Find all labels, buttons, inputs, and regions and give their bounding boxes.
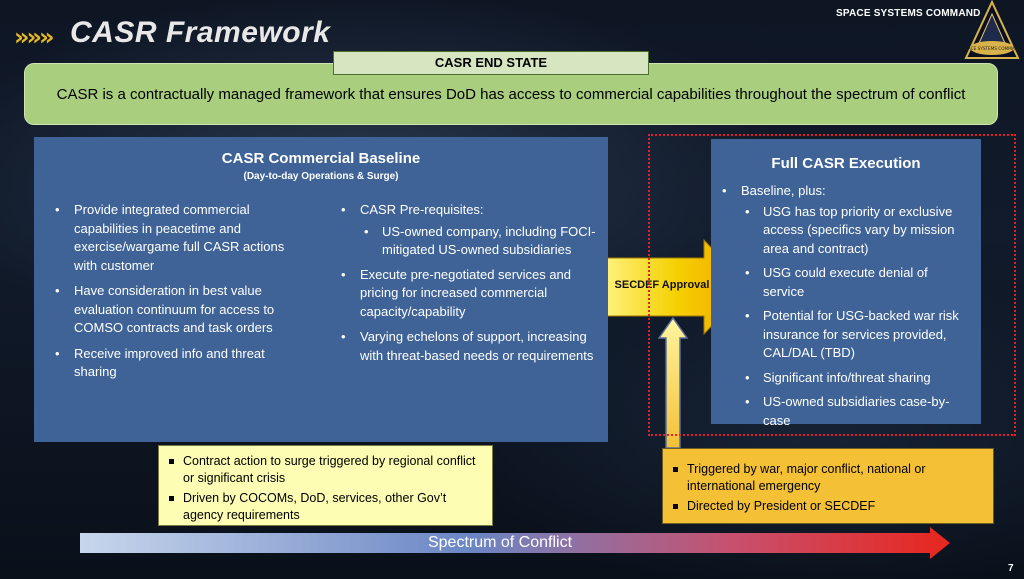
full-execution-baseline-plus: Baseline, plus:: [719, 182, 969, 201]
baseline-subtitle: (Day-to-day Operations & Surge): [243, 171, 399, 182]
spectrum-of-conflict-label: Spectrum of Conflict: [427, 534, 573, 551]
end-state-text: CASR is a contractually managed framewor…: [56, 86, 966, 103]
full-execution-title: Full CASR Execution: [771, 155, 921, 172]
baseline-right-list: CASR Pre-requisites: US-owned company, i…: [338, 201, 600, 372]
chevrons-decoration: »»»: [14, 23, 54, 51]
organization-name: SPACE SYSTEMS COMMAND: [836, 8, 981, 19]
baseline-right-item: Execute pre-negotiated services and pric…: [338, 266, 600, 322]
page-number: 7: [1008, 563, 1014, 574]
surge-note-item: Contract action to surge triggered by re…: [159, 453, 479, 487]
secdef-approval-label: SECDEF Approval: [614, 279, 710, 291]
full-execution-panel: Full CASR Execution Baseline, plus: USG …: [711, 139, 981, 428]
full-execution-item: US-owned subsidiaries case-by-case: [719, 393, 969, 430]
surge-note: Contract action to surge triggered by re…: [158, 445, 493, 526]
full-execution-item: USG has top priority or exclusive access…: [719, 203, 969, 259]
full-execution-item: Significant info/threat sharing: [719, 369, 969, 388]
surge-note-item: Driven by COCOMs, DoD, services, other G…: [159, 490, 479, 524]
full-execution-item: USG could execute denial of service: [719, 264, 969, 301]
page-title: CASR Framework: [70, 16, 331, 49]
trigger-note-list: Triggered by war, major conflict, nation…: [663, 461, 981, 515]
baseline-title: CASR Commercial Baseline: [221, 150, 421, 167]
baseline-left-item: Provide integrated commercial capabiliti…: [52, 201, 310, 275]
spectrum-of-conflict-arrow: [80, 527, 950, 559]
baseline-prereq-item: CASR Pre-requisites:: [338, 201, 600, 220]
trigger-up-arrow: [657, 316, 689, 449]
commercial-baseline-panel: CASR Commercial Baseline (Day-to-day Ope…: [34, 137, 608, 442]
baseline-left-item: Have consideration in best value evaluat…: [52, 282, 310, 338]
trigger-note-item: Directed by President or SECDEF: [663, 498, 981, 515]
trigger-note: Triggered by war, major conflict, nation…: [662, 448, 994, 524]
full-execution-list: Baseline, plus: USG has top priority or …: [719, 182, 969, 430]
trigger-note-item: Triggered by war, major conflict, nation…: [663, 461, 981, 495]
baseline-right-item: Varying echelons of support, increasing …: [338, 328, 600, 365]
full-execution-dotted-border: [648, 134, 1016, 436]
baseline-left-item: Receive improved info and threat sharing: [52, 345, 310, 382]
surge-note-list: Contract action to surge triggered by re…: [159, 453, 479, 524]
logo-text: SPACE SYSTEMS COMMAND: [963, 46, 1021, 51]
end-state-label: CASR END STATE: [333, 51, 649, 75]
full-execution-item: Potential for USG-backed war risk insura…: [719, 307, 969, 363]
space-systems-command-logo: SPACE SYSTEMS COMMAND: [963, 0, 1021, 59]
baseline-prereq-sub-item: US-owned company, including FOCI-mitigat…: [338, 223, 600, 260]
baseline-left-list: Provide integrated commercial capabiliti…: [52, 201, 310, 389]
